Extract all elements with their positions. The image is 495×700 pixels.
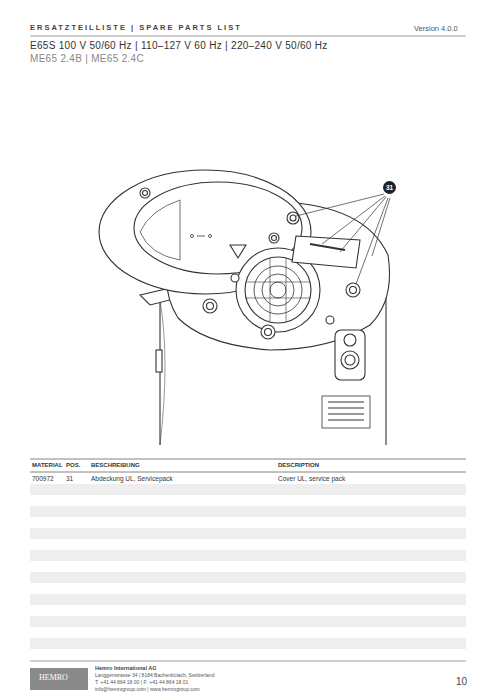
logo-text: HEMRO bbox=[39, 673, 68, 682]
contact: info@hemrogroup.com | www.hemrogroup.com bbox=[95, 687, 200, 693]
table-cell: Abdeckung UL, Servicepack bbox=[91, 475, 173, 482]
leader-lines bbox=[296, 194, 390, 284]
page-title: ERSATZTEILLISTE | SPARE PARTS LIST bbox=[30, 24, 242, 33]
table-header: POS. bbox=[66, 462, 80, 469]
phone: T: +41 44 864 18 00 | F: +41 44 864 18 0… bbox=[95, 680, 188, 686]
grinder-illustration bbox=[99, 170, 390, 445]
page-number: 10 bbox=[456, 676, 467, 688]
table-cell: 700972 bbox=[32, 475, 54, 482]
version: Version 4.0.0 bbox=[414, 25, 458, 34]
logo-box bbox=[30, 668, 88, 690]
table-stripes bbox=[30, 484, 466, 649]
header-rule bbox=[30, 36, 466, 37]
table-header: BESCHREIBUNG bbox=[91, 462, 140, 469]
table-header: DESCRIPTION bbox=[278, 462, 319, 469]
callout-number: 31 bbox=[386, 184, 393, 191]
model-names: ME65 2.4B | ME65 2.4C bbox=[30, 53, 144, 65]
table-cell: 31 bbox=[66, 475, 73, 482]
table-cell: Cover UL, service pack bbox=[278, 475, 345, 482]
table-header: MATERIAL bbox=[32, 462, 63, 469]
address: Langgenstrasse 34 | 8184 Bachenbülach, S… bbox=[95, 673, 214, 679]
callout-circle: 31 bbox=[383, 181, 396, 194]
company-name: Hemro International AG bbox=[95, 665, 157, 671]
model-voltages: E65S 100 V 50/60 Hz | 110–127 V 60 Hz | … bbox=[30, 40, 328, 52]
